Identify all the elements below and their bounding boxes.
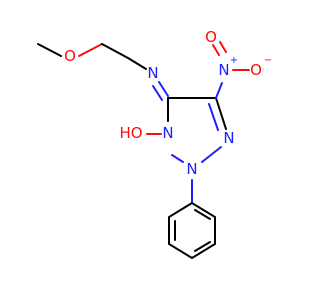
bond-o-ch2 <box>78 43 103 57</box>
bond-c4-n3-upper <box>215 97 227 130</box>
methoxyethyl-chain <box>37 43 147 70</box>
bond-n-c5-upper <box>158 81 169 97</box>
molecule-diagram: O N N + O O − HO N N N <box>37 28 272 260</box>
atom-n2: N <box>186 160 197 178</box>
phenyl-hexagon <box>168 201 216 260</box>
bond-c4-nitro-n <box>215 82 223 99</box>
phenyl-double-2 <box>194 241 211 252</box>
atom-n-nitro: N <box>218 61 229 79</box>
nitro-group <box>212 41 250 99</box>
bond-ch2-ch2 <box>101 43 129 59</box>
bond-ch2-n <box>127 57 147 70</box>
bond-nitro-n-o-lower <box>219 41 227 53</box>
phenyl-double-3 <box>194 209 211 220</box>
charge-n-nitro: + <box>230 55 238 66</box>
triazole-core <box>146 81 227 163</box>
atom-n1: N <box>162 124 173 142</box>
atom-n3: N <box>223 129 234 147</box>
bond-n3-n2 <box>201 146 222 163</box>
atom-hydroxyl: HO <box>119 124 142 142</box>
phenyl-ring <box>168 179 216 260</box>
charge-o-nitro: − <box>264 55 272 66</box>
bond-methyl-o <box>37 43 62 57</box>
atom-o-nitro-right: O <box>250 61 262 79</box>
bond-n-c5-lower <box>152 85 163 101</box>
atom-o-methoxy: O <box>64 47 76 65</box>
atom-o-nitro-top: O <box>205 28 217 46</box>
bond-n2-n1 <box>171 154 184 163</box>
bond-c4-n3-lower <box>208 103 219 131</box>
bond-nitro-n-o-upper <box>212 44 220 56</box>
atom-n-imine: N <box>147 64 158 82</box>
